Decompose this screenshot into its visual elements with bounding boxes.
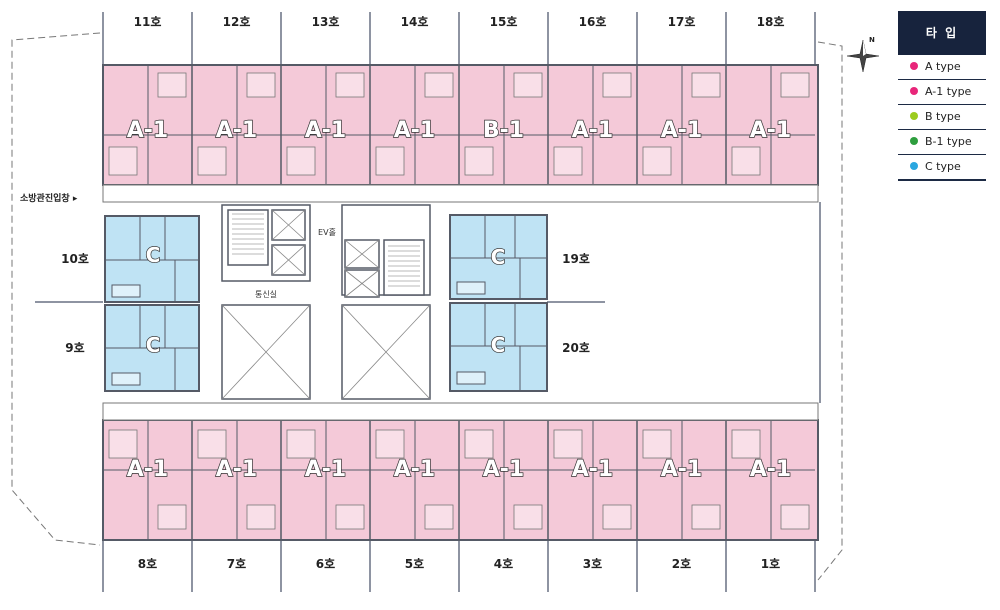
type-stamp-bottom: A-1 xyxy=(661,457,702,482)
unit-label-left: 9호 xyxy=(65,341,84,355)
legend-label: C type xyxy=(925,160,961,173)
legend-dot-icon xyxy=(910,162,918,170)
unit-label-bottom: 8호 xyxy=(138,557,157,571)
type-stamp-bottom: A-1 xyxy=(127,457,168,482)
legend-item: C type xyxy=(898,154,986,179)
unit-label-top: 15호 xyxy=(490,15,518,29)
bottom-corridor xyxy=(102,402,819,421)
type-stamp-bottom: A-1 xyxy=(305,457,346,482)
type-stamp-bottom: A-1 xyxy=(483,457,524,482)
unit-label-bottom: 3호 xyxy=(583,557,602,571)
type-stamp-top: A-1 xyxy=(661,118,702,143)
legend-item: A-1 type xyxy=(898,79,986,104)
unit-label-top: 12호 xyxy=(223,15,251,29)
type-stamps: A-1A-1A-1A-1A-1A-1A-1A-1B-1A-1A-1A-1A-1A… xyxy=(126,117,792,482)
ev-hall-label: EV홀 xyxy=(318,227,336,237)
telecom-room-label: 통신실 xyxy=(255,289,277,299)
top-unit-rooms xyxy=(102,65,815,185)
grid-lines xyxy=(35,12,816,592)
legend-dot-icon xyxy=(910,137,918,145)
unit-label-bottom: 2호 xyxy=(672,557,691,571)
unit-label-left: 10호 xyxy=(61,252,89,266)
type-stamp-top: B-1 xyxy=(483,118,524,143)
legend-dot-icon xyxy=(910,87,918,95)
type-stamp-c: C xyxy=(146,243,161,267)
core-cross-lines xyxy=(221,209,431,400)
unit-labels: 11호 8호 12호 7호 13호 6호 14호 5호 15호 4호 16호 3호 17호 2호 18호 1호… xyxy=(61,15,784,571)
type-stamp-top: A-1 xyxy=(394,118,435,143)
unit-label-bottom: 7호 xyxy=(227,557,246,571)
unit-label-top: 13호 xyxy=(312,15,340,29)
unit-label-bottom: 1호 xyxy=(761,557,780,571)
unit-label-bottom: 4호 xyxy=(494,557,513,571)
top-corridor xyxy=(102,184,819,203)
unit-label-top: 17호 xyxy=(668,15,696,29)
type-stamp-top: A-1 xyxy=(750,118,791,143)
unit-label-top: 18호 xyxy=(757,15,785,29)
unit-label-top: 11호 xyxy=(134,15,162,29)
site-boundary-right xyxy=(817,41,843,581)
type-stamp-bottom: A-1 xyxy=(394,457,435,482)
legend-dot-icon xyxy=(910,62,918,70)
type-stamp-bottom: A-1 xyxy=(216,457,257,482)
legend-item: B-1 type xyxy=(898,129,986,154)
legend-title: 타 입 xyxy=(898,11,986,55)
legend-label: B type xyxy=(925,110,961,123)
type-stamp-c: C xyxy=(146,333,161,357)
c-unit-rooms xyxy=(105,215,547,391)
type-stamp-bottom: A-1 xyxy=(572,457,613,482)
north-letter: N xyxy=(869,36,875,44)
type-stamp-bottom: A-1 xyxy=(750,457,791,482)
type-stamp-c: C xyxy=(491,333,506,357)
legend-label: A-1 type xyxy=(925,85,972,98)
type-stamp-top: A-1 xyxy=(216,118,257,143)
site-boundary xyxy=(11,32,101,546)
unit-label-right: 20호 xyxy=(562,341,590,355)
unit-label-bottom: 6호 xyxy=(316,557,335,571)
legend-item: A type xyxy=(898,55,986,79)
legend-dot-icon xyxy=(910,112,918,120)
type-stamp-top: A-1 xyxy=(572,118,613,143)
type-stamp-top: A-1 xyxy=(305,118,346,143)
unit-label-top: 14호 xyxy=(401,15,429,29)
bottom-unit-rooms xyxy=(102,420,815,540)
unit-label-right: 19호 xyxy=(562,252,590,266)
legend-item: B type xyxy=(898,104,986,129)
stair-treads xyxy=(232,213,420,287)
north-arrow-icon: N xyxy=(846,36,880,73)
legend-label: B-1 type xyxy=(925,135,972,148)
unit-label-bottom: 5호 xyxy=(405,557,424,571)
type-stamp-top: A-1 xyxy=(127,118,168,143)
type-stamp-c: C xyxy=(491,245,506,269)
legend-label: A type xyxy=(925,60,961,73)
unit-label-top: 16호 xyxy=(579,15,607,29)
fire-entry-label: 소방관진입창 ▸ xyxy=(20,192,78,204)
